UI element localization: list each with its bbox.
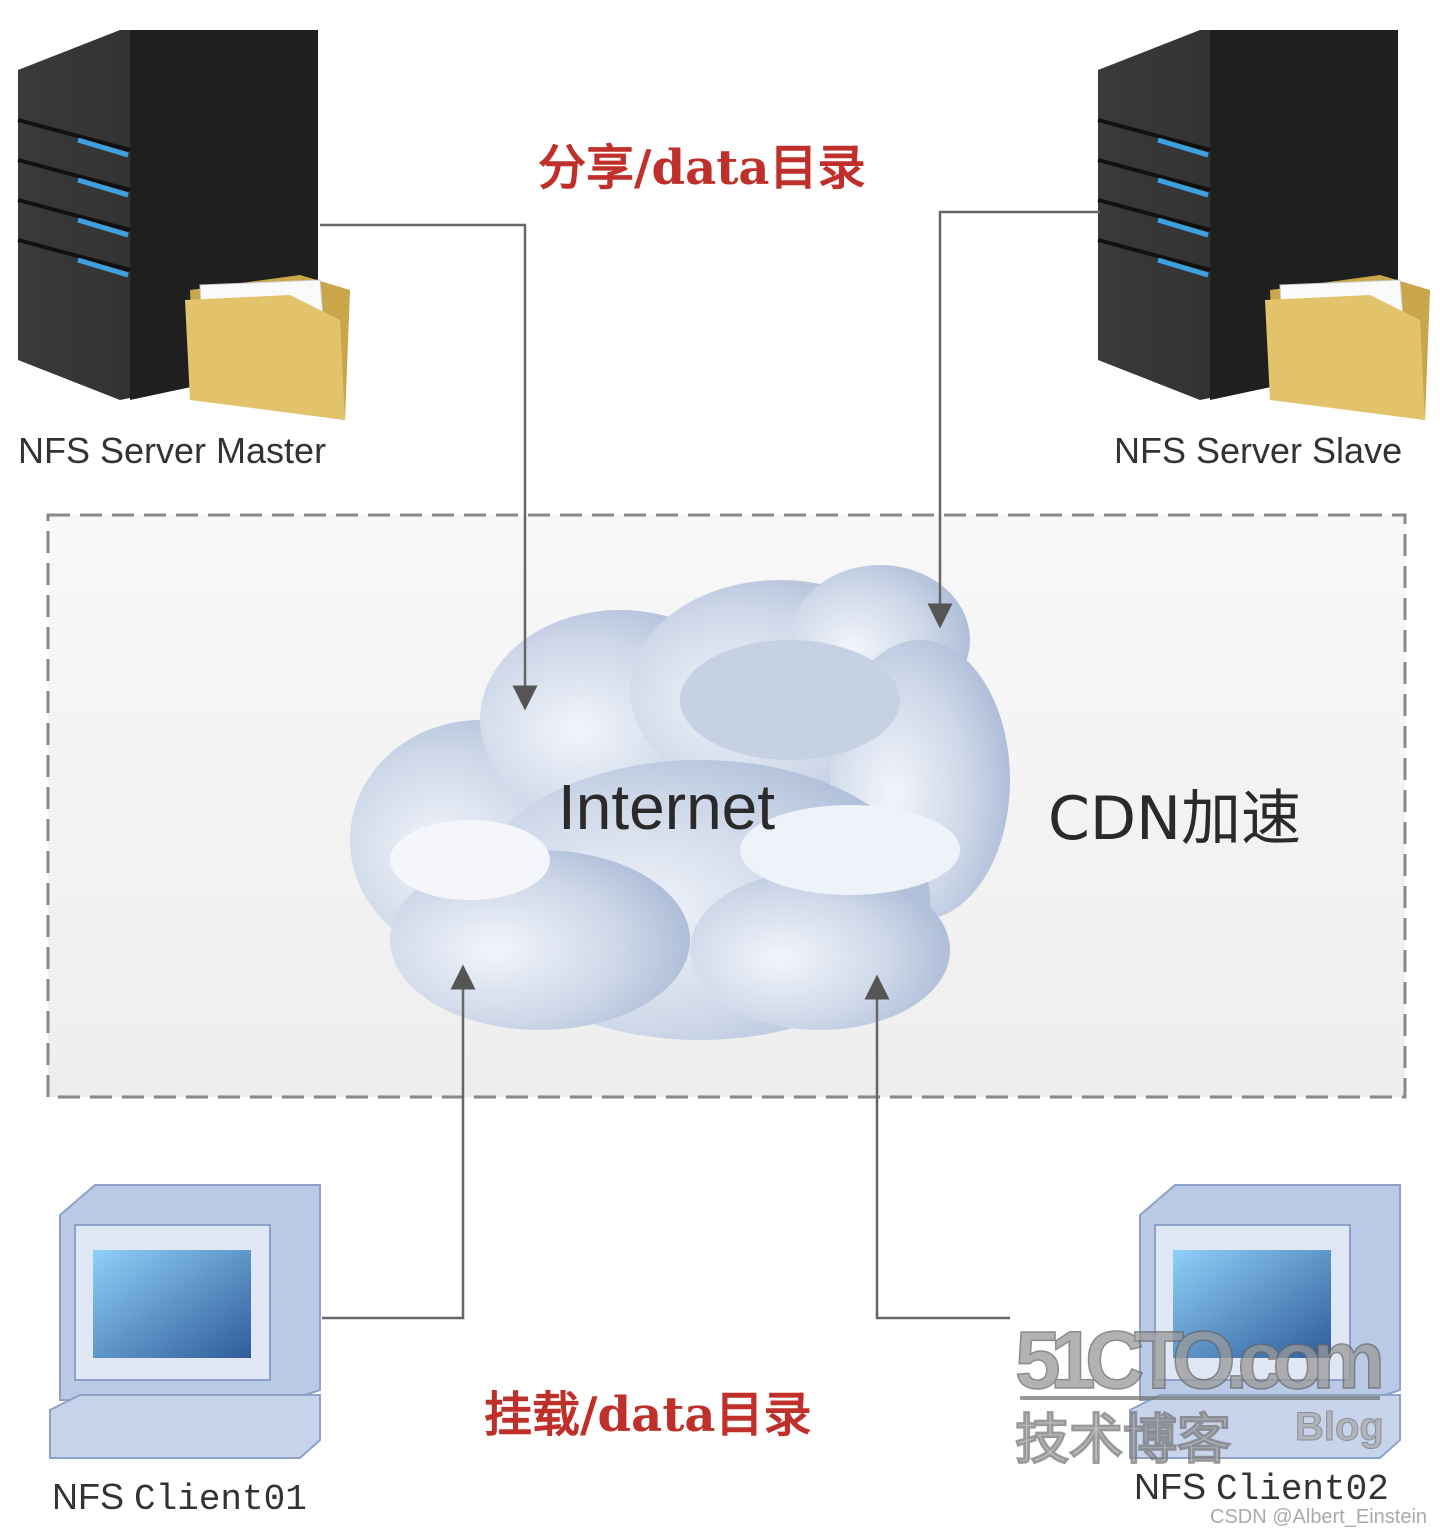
folder-icon <box>1265 275 1430 420</box>
client02-prefix: NFS <box>1134 1466 1217 1507</box>
client01-name: Client01 <box>134 1479 307 1520</box>
client02-label: NFS Client02 <box>1134 1468 1389 1509</box>
master-connector <box>320 223 538 711</box>
folder-icon <box>185 275 350 420</box>
client01-computer-icon <box>49 1184 321 1459</box>
internet-cloud-icon <box>350 565 1010 1040</box>
svg-text:Blog: Blog <box>1295 1405 1384 1449</box>
client02-connector <box>864 974 1010 1320</box>
slave-label: NFS Server Slave <box>1114 430 1403 471</box>
share-label: 分享/data目录 <box>538 140 866 196</box>
internet-label: Internet <box>558 771 776 843</box>
client02-name: Client02 <box>1216 1469 1389 1510</box>
svg-text:51CTO.com: 51CTO.com <box>1015 1315 1385 1406</box>
master-label: NFS Server Master <box>18 430 327 471</box>
client01-prefix: NFS <box>52 1476 135 1517</box>
slave-connector <box>927 210 1100 629</box>
credit-watermark: CSDN @Albert_Einstein <box>1210 1506 1428 1528</box>
client02-computer-icon <box>1129 1184 1401 1459</box>
client01-connector <box>322 964 476 1320</box>
cdn-label: CDN加速 <box>1048 784 1301 854</box>
client01-label: NFS Client01 <box>52 1478 307 1519</box>
svg-text:技术博客: 技术博客 <box>1015 1408 1231 1471</box>
watermark-logo: 51CTO.com 技术博客 Blog <box>1014 1314 1386 1471</box>
mount-label: 挂载/data目录 <box>484 1387 812 1443</box>
